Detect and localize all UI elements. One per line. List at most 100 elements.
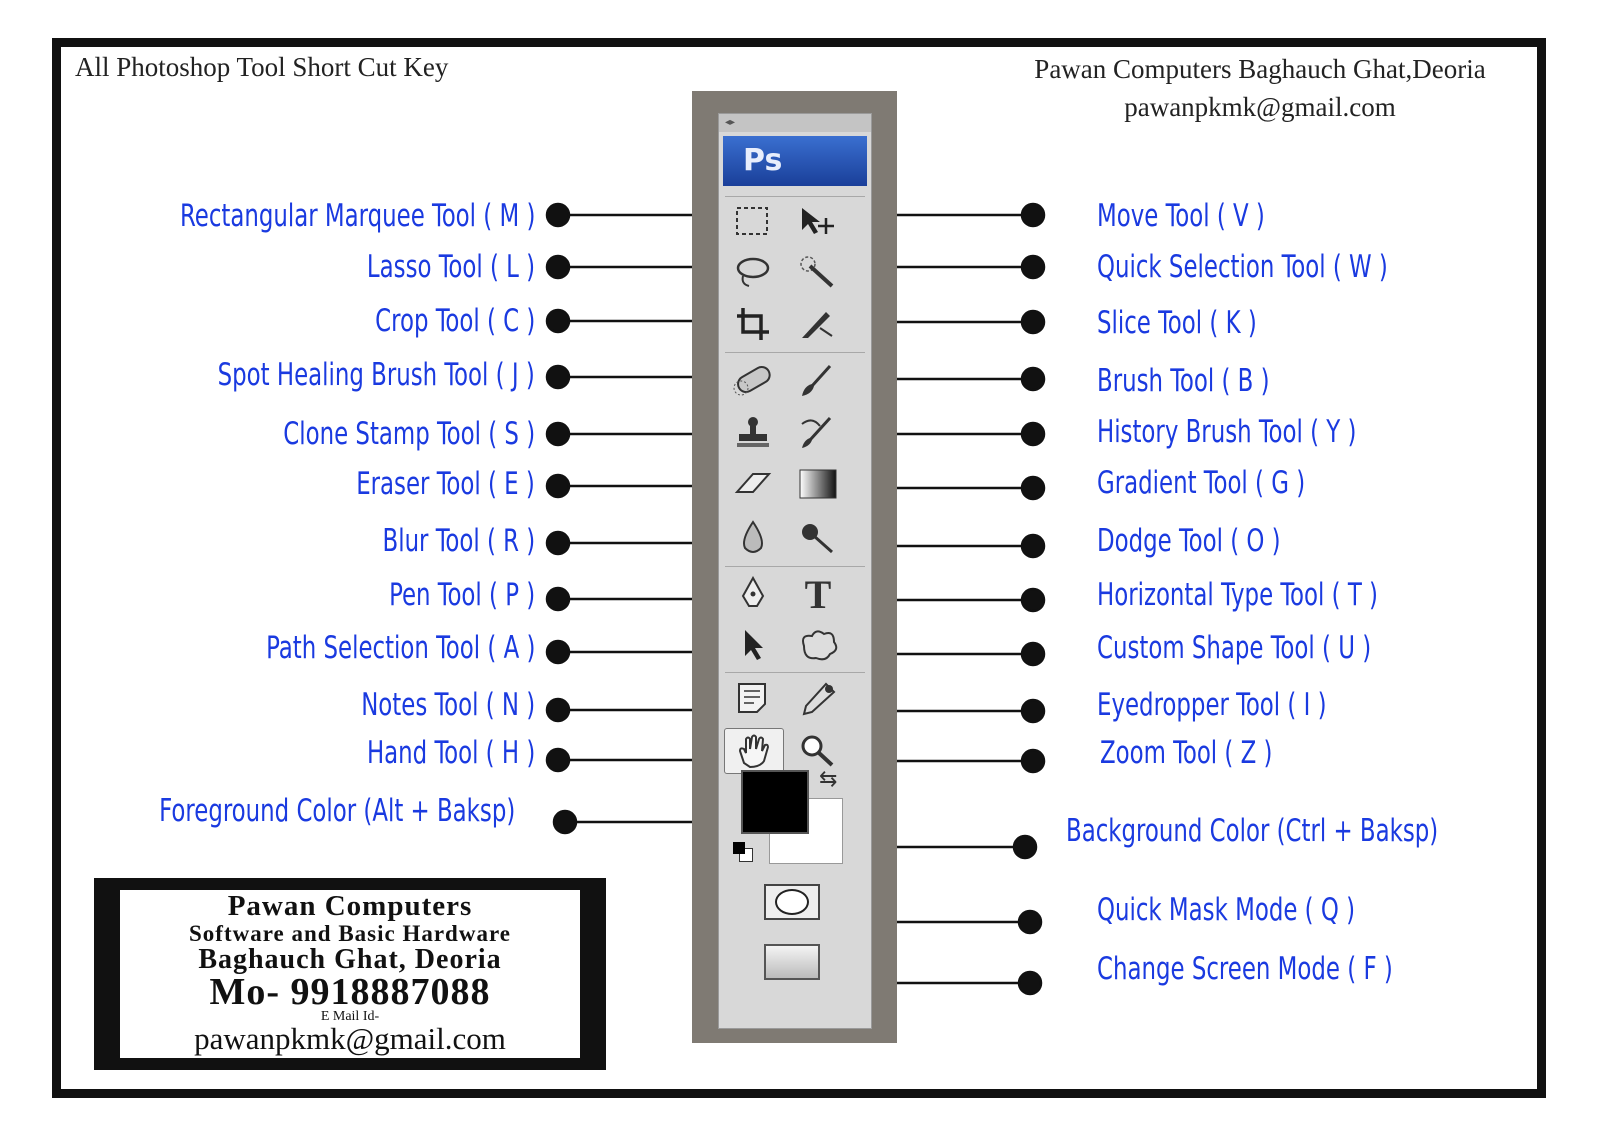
label-spot-healing: Spot Healing Brush Tool ( J ) (217, 357, 535, 393)
left-connector-9-dot (545, 697, 571, 723)
move-icon[interactable] (789, 200, 847, 244)
toolbar-separator (725, 672, 865, 673)
right-connector-7-dot (1020, 587, 1046, 613)
label-history-brush: History Brush Tool ( Y ) (1097, 414, 1357, 450)
header-org: Pawan Computers Baghauch Ghat,Deoria (1034, 54, 1486, 84)
type-icon[interactable]: T (804, 571, 832, 617)
left-connector-6-dot (545, 530, 571, 556)
label-pen: Pen Tool ( P ) (388, 577, 535, 613)
toolbar-separator (725, 566, 865, 567)
label-blur: Blur Tool ( R ) (382, 523, 535, 559)
label-brush: Brush Tool ( B ) (1097, 363, 1270, 399)
left-connector-1-dot (545, 254, 571, 280)
header-contact: Pawan Computers Baghauch Ghat,Deoria paw… (1000, 50, 1520, 126)
business-card-content: Pawan Computers Software and Basic Hardw… (120, 890, 580, 1058)
label-crop: Crop Tool ( C ) (374, 303, 535, 339)
left-connector-5-dot (545, 473, 571, 499)
business-card: Pawan Computers Software and Basic Hardw… (94, 878, 606, 1070)
history-brush-icon[interactable] (789, 410, 847, 454)
left-connector-2-dot (545, 308, 571, 334)
left-connector-fg-dot (552, 809, 578, 835)
label-move: Move Tool ( V ) (1097, 198, 1265, 234)
toolbar-separator (725, 196, 865, 197)
label-quick-mask: Quick Mask Mode ( Q ) (1097, 892, 1356, 928)
quick-mask-icon[interactable] (764, 884, 820, 920)
right-connector-10-dot (1020, 748, 1046, 774)
right-connector-2-dot (1020, 309, 1046, 335)
right-connector-4-dot (1020, 421, 1046, 447)
blur-icon[interactable] (724, 516, 782, 560)
foreground-color-swatch[interactable] (741, 770, 809, 834)
left-connector-4-dot (545, 421, 571, 447)
left-connector-0-dot (545, 202, 571, 228)
card-email: pawanpkmk@gmail.com (194, 1021, 506, 1056)
right-connector-3-dot (1020, 366, 1046, 392)
right-connector-0-dot (1020, 202, 1046, 228)
label-clone-stamp: Clone Stamp Tool ( S ) (283, 416, 535, 452)
card-phone: Mo- 9918887088 (209, 971, 491, 1013)
left-connector-10-dot (545, 747, 571, 773)
label-eyedropper: Eyedropper Tool ( I ) (1097, 687, 1327, 723)
label-lasso: Lasso Tool ( L ) (366, 249, 535, 285)
label-zoom: Zoom Tool ( Z ) (1100, 735, 1273, 771)
right-connector-8-dot (1020, 641, 1046, 667)
label-path-selection: Path Selection Tool ( A ) (265, 630, 535, 666)
right-connector-6-dot (1020, 533, 1046, 559)
eyedropper-icon[interactable] (789, 676, 847, 720)
eraser-icon[interactable] (724, 462, 782, 506)
right-connector-qm-dot (1017, 909, 1043, 935)
label-eraser: Eraser Tool ( E ) (356, 466, 535, 502)
quick-selection-icon[interactable] (789, 250, 847, 294)
label-gradient: Gradient Tool ( G ) (1097, 465, 1306, 501)
custom-shape-icon[interactable] (789, 622, 847, 666)
label-horizontal-type: Horizontal Type Tool ( T ) (1097, 577, 1378, 613)
header-email: pawanpkmk@gmail.com (1124, 92, 1396, 122)
right-connector-sm-dot (1017, 970, 1043, 996)
crop-icon[interactable] (724, 302, 782, 346)
spot-healing-icon[interactable] (724, 358, 782, 402)
card-address: Baghauch Ghat, Deoria (198, 944, 502, 975)
card-company: Pawan Computers (227, 890, 473, 922)
default-colors-icon[interactable] (733, 842, 753, 862)
label-change-screen-mode: Change Screen Mode ( F ) (1097, 951, 1393, 987)
notes-icon[interactable] (724, 676, 782, 720)
clone-stamp-icon[interactable] (724, 410, 782, 454)
toolbar-separator (725, 352, 865, 353)
label-background-color: Background Color (Ctrl + Baksp) (1066, 813, 1439, 849)
brush-icon[interactable] (789, 358, 847, 402)
label-notes: Notes Tool ( N ) (360, 687, 535, 723)
path-selection-icon[interactable] (724, 622, 782, 666)
zoom-icon[interactable] (789, 728, 847, 772)
right-connector-9-dot (1020, 698, 1046, 724)
label-quick-selection: Quick Selection Tool ( W ) (1097, 249, 1388, 285)
right-connector-bg-dot (1012, 834, 1038, 860)
lasso-icon[interactable] (724, 250, 782, 294)
left-connector-3-dot (545, 364, 571, 390)
left-connector-7-dot (545, 586, 571, 612)
left-connector-8-dot (545, 639, 571, 665)
label-rectangular-marquee: Rectangular Marquee Tool ( M ) (179, 198, 535, 234)
swap-colors-icon[interactable]: ⇆ (819, 766, 838, 791)
toolbar-panel: ◂▸ Ps T ⇆ (718, 113, 872, 1029)
label-slice: Slice Tool ( K ) (1097, 305, 1257, 341)
toolbar-grip[interactable]: ◂▸ (719, 114, 871, 132)
dodge-icon[interactable] (789, 516, 847, 560)
gradient-icon[interactable] (789, 462, 847, 506)
card-email-label: E Mail Id- (320, 1009, 380, 1024)
page-title: All Photoshop Tool Short Cut Key (75, 52, 449, 82)
label-foreground-color: Foreground Color (Alt + Baksp) (158, 793, 515, 829)
right-connector-5-dot (1020, 475, 1046, 501)
card-tagline: Software and Basic Hardware (189, 921, 511, 946)
photoshop-toolbar: ◂▸ Ps T ⇆ (692, 91, 897, 1043)
label-hand: Hand Tool ( H ) (366, 735, 535, 771)
ps-logo: Ps (723, 136, 867, 186)
screen-mode-icon[interactable] (764, 944, 820, 980)
label-dodge: Dodge Tool ( O ) (1097, 523, 1281, 559)
marquee-icon[interactable] (724, 200, 782, 244)
right-connector-1-dot (1020, 254, 1046, 280)
label-custom-shape: Custom Shape Tool ( U ) (1097, 630, 1372, 666)
slice-icon[interactable] (789, 302, 847, 346)
pen-icon[interactable] (724, 572, 782, 616)
hand-icon[interactable] (724, 728, 784, 774)
